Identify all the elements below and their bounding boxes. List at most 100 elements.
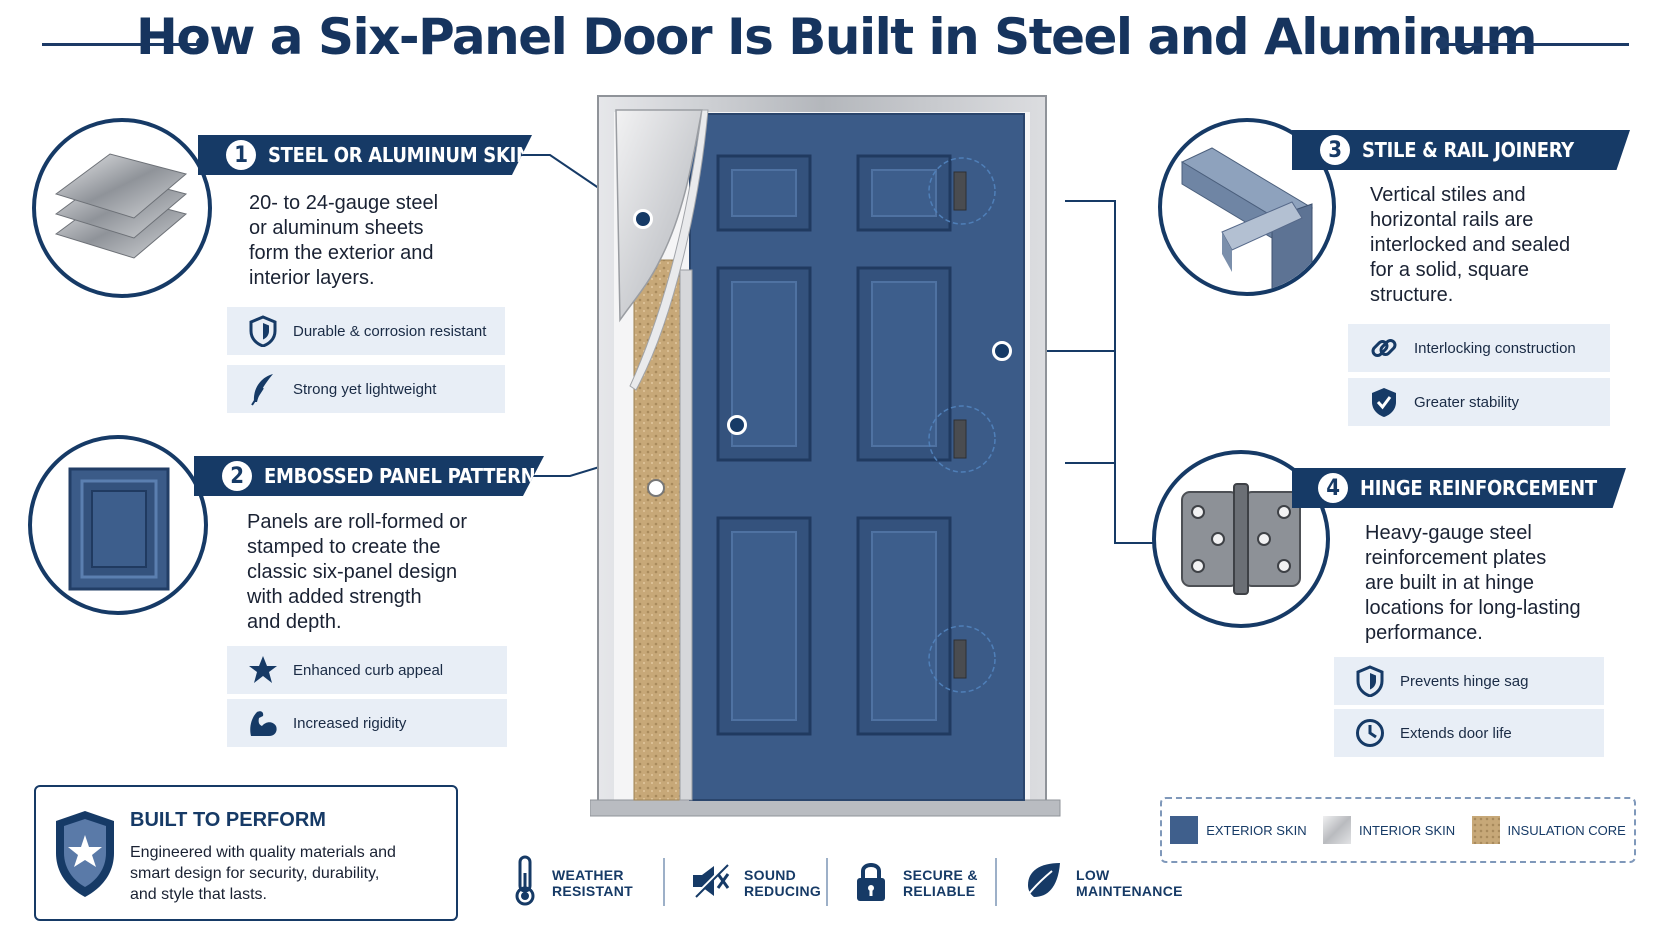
feature-stability: Greater stability xyxy=(1348,378,1610,426)
leaf-icon xyxy=(1022,861,1062,904)
section-4-desc-line: Heavy-gauge steel xyxy=(1365,522,1532,544)
section-4-heading: HINGE REINFORCEMENT xyxy=(1360,476,1597,500)
section-3-description: Vertical stiles and horizontal rails are… xyxy=(1370,183,1630,308)
title-rule-dot-right xyxy=(1436,37,1448,49)
callout-dot-panel xyxy=(727,415,747,435)
thermometer-icon xyxy=(512,855,538,910)
section-1-desc-line: or aluminum sheets xyxy=(249,217,424,239)
feature-label: Greater stability xyxy=(1414,393,1520,411)
bottom-feature-line2: RESISTANT xyxy=(552,882,633,899)
feature-rigidity: Increased rigidity xyxy=(227,699,507,747)
hinge-image xyxy=(1152,450,1330,628)
title-rule-left xyxy=(42,43,200,46)
shield-icon xyxy=(1350,665,1390,697)
section-1-number: 1 xyxy=(226,140,256,170)
feature-door-life: Extends door life xyxy=(1334,709,1604,757)
section-2-banner: 2 EMBOSSED PANEL PATTERN xyxy=(194,456,544,496)
callout-dot-skin xyxy=(633,209,653,229)
star-icon xyxy=(243,655,283,685)
built-to-perform-line: smart design for security, durability, xyxy=(130,865,380,882)
section-3-desc-line: structure. xyxy=(1370,284,1454,306)
feature-label: Extends door life xyxy=(1400,724,1512,742)
section-4-desc-line: are built in at hinge xyxy=(1365,572,1535,594)
legend-item-insulation: INSULATION CORE xyxy=(1471,816,1626,844)
feature-label: Increased rigidity xyxy=(293,714,407,732)
section-2-desc-line: stamped to create the xyxy=(247,536,441,558)
feature-curb-appeal: Enhanced curb appeal xyxy=(227,646,507,694)
built-to-perform-line: and style that lasts. xyxy=(130,886,267,903)
title-rule-dot-left xyxy=(196,37,208,49)
shield-star-icon xyxy=(54,809,116,904)
section-2-desc-line: Panels are roll-formed or xyxy=(247,511,468,533)
muscle-arm-icon xyxy=(243,708,283,738)
feature-interlocking: Interlocking construction xyxy=(1348,324,1610,372)
section-1-heading: STEEL OR ALUMINUM SKIN xyxy=(268,143,531,167)
feature-label: Durable & corrosion resistant xyxy=(293,322,487,340)
section-4-desc-line: reinforcement plates xyxy=(1365,547,1547,569)
legend-item-exterior: EXTERIOR SKIN xyxy=(1170,816,1307,844)
section-2-number: 2 xyxy=(222,461,252,491)
section-3-heading: STILE & RAIL JOINERY xyxy=(1362,138,1574,162)
section-2-heading: EMBOSSED PANEL PATTERN xyxy=(264,464,536,488)
page-title: How a Six-Panel Door Is Built in Steel a… xyxy=(136,8,1537,66)
section-1-desc-line: interior layers. xyxy=(249,267,375,289)
clock-icon xyxy=(1350,718,1390,748)
feature-label: Strong yet lightweight xyxy=(293,380,437,398)
section-3-desc-line: horizontal rails are xyxy=(1370,209,1534,231)
bottom-separator xyxy=(995,858,997,906)
section-1-description: 20- to 24-gauge steel or aluminum sheets… xyxy=(249,191,509,291)
bottom-separator xyxy=(826,858,828,906)
feature-label: Interlocking construction xyxy=(1414,339,1576,357)
title-rule-right xyxy=(1444,43,1629,46)
built-to-perform-text: Engineered with quality materials and sm… xyxy=(130,842,450,905)
legend-swatch xyxy=(1323,816,1352,844)
bottom-feature-line2: REDUCING xyxy=(744,882,822,899)
section-1-desc-line: form the exterior and xyxy=(249,242,434,264)
bottom-feature-line2: MAINTENANCE xyxy=(1076,882,1183,899)
section-2-desc-line: and depth. xyxy=(247,611,342,633)
steel-sheets-image xyxy=(32,118,212,298)
section-3-desc-line: Vertical stiles and xyxy=(1370,184,1526,206)
section-2-desc-line: with added strength xyxy=(247,586,422,608)
bottom-feature-line1: WEATHER xyxy=(552,866,624,883)
section-4-number: 4 xyxy=(1318,473,1348,503)
muted-speaker-icon xyxy=(690,863,730,902)
legend-swatch xyxy=(1170,816,1199,844)
section-2-desc-line: classic six-panel design xyxy=(247,561,458,583)
legend-swatch xyxy=(1471,816,1500,844)
chain-link-icon xyxy=(1364,333,1404,363)
section-1-banner: 1 STEEL OR ALUMINUM SKIN xyxy=(198,135,532,175)
feature-durable: Durable & corrosion resistant xyxy=(227,307,505,355)
bottom-feature-secure: SECURE &RELIABLE xyxy=(855,855,978,910)
section-4-description: Heavy-gauge steel reinforcement plates a… xyxy=(1365,521,1635,646)
padlock-icon xyxy=(855,859,887,906)
shield-check-icon xyxy=(1364,386,1404,418)
section-2-description: Panels are roll-formed or stamped to cre… xyxy=(247,510,517,635)
section-3-desc-line: for a solid, square xyxy=(1370,259,1529,281)
section-3-banner: 3 STILE & RAIL JOINERY xyxy=(1292,130,1630,170)
bottom-feature-line1: SOUND xyxy=(744,866,797,883)
shield-icon xyxy=(243,315,283,347)
door-illustration xyxy=(590,95,1061,817)
feature-hinge-sag: Prevents hinge sag xyxy=(1334,657,1604,705)
legend: EXTERIOR SKIN INTERIOR SKIN INSULATION C… xyxy=(1160,797,1636,863)
legend-item-interior: INTERIOR SKIN xyxy=(1323,816,1455,844)
bottom-feature-line1: LOW xyxy=(1076,866,1110,883)
bottom-separator xyxy=(663,858,665,906)
section-1-desc-line: 20- to 24-gauge steel xyxy=(249,192,439,214)
section-4-desc-line: locations for long-lasting xyxy=(1365,597,1581,619)
stile-rail-image xyxy=(1158,118,1336,296)
legend-label: INSULATION CORE xyxy=(1507,822,1626,838)
feature-label: Enhanced curb appeal xyxy=(293,661,444,679)
bottom-feature-line1: SECURE & xyxy=(903,866,978,883)
section-3-desc-line: interlocked and sealed xyxy=(1370,234,1571,256)
feather-icon xyxy=(243,372,283,406)
callout-dot-joinery xyxy=(992,341,1012,361)
bottom-feature-line2: RELIABLE xyxy=(903,882,976,899)
built-to-perform-heading: BUILT TO PERFORM xyxy=(130,809,326,831)
section-4-banner: 4 HINGE REINFORCEMENT xyxy=(1292,468,1626,508)
embossed-panel-image xyxy=(28,435,208,615)
